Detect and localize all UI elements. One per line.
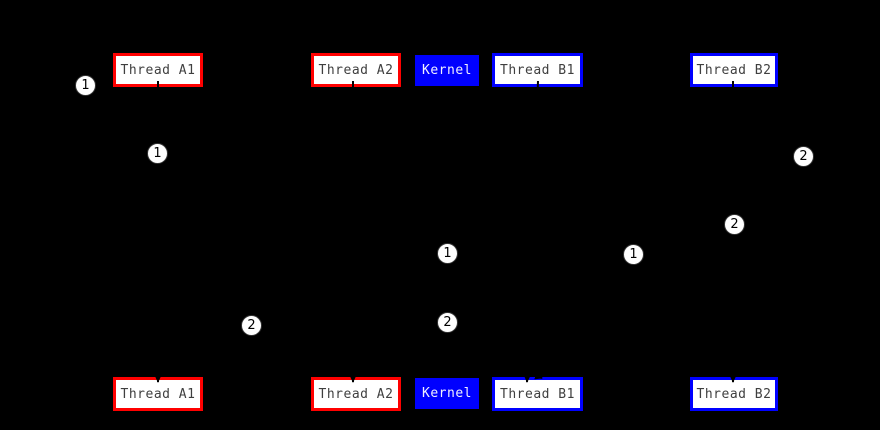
step-marker-2a: 2 xyxy=(793,146,814,167)
box-thread-a2-top: Thread A2 xyxy=(311,53,401,87)
box-thread-b1-top: Thread B1 xyxy=(492,53,583,87)
step-marker-2b: 2 xyxy=(724,214,745,235)
step-marker-1c: 1 xyxy=(437,243,458,264)
step-marker-2c: 2 xyxy=(437,312,458,333)
box-thread-a1-bottom: Thread A1 xyxy=(113,377,203,411)
box-thread-a2-bottom: Thread A2 xyxy=(311,377,401,411)
box-thread-b2-top: Thread B2 xyxy=(690,53,778,87)
arrow-b1-to-b1 xyxy=(523,80,539,383)
box-thread-b2-bottom: Thread B2 xyxy=(690,377,778,411)
box-kernel-top: Kernel xyxy=(415,55,479,86)
step-marker-1a: 1 xyxy=(75,75,96,96)
box-kernel-bottom: Kernel xyxy=(415,378,479,409)
step-marker-2d: 2 xyxy=(241,315,262,336)
step-marker-1b: 1 xyxy=(147,143,168,164)
box-thread-a1-top: Thread A1 xyxy=(113,53,203,87)
step-marker-1d: 1 xyxy=(623,244,644,265)
arrow-kernel-to-b1 xyxy=(446,150,543,380)
box-thread-b1-bottom: Thread B1 xyxy=(492,377,583,411)
